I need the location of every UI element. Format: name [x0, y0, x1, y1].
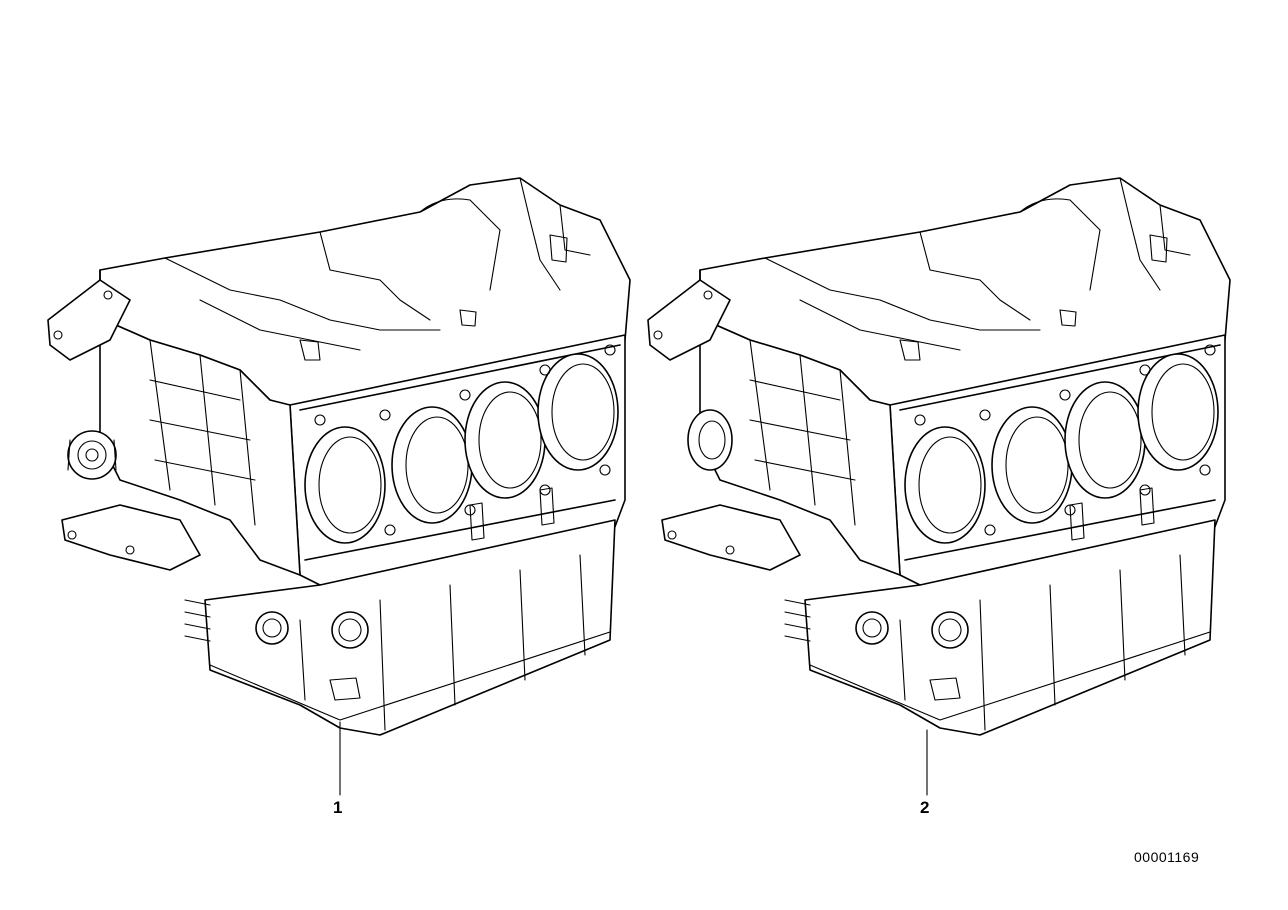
- engine-block-1: [47, 177, 631, 736]
- callout-1: 1: [333, 798, 343, 817]
- callout-2: 2: [920, 798, 930, 817]
- reference-number: 00001169: [1134, 849, 1200, 865]
- engine-block-2: [647, 177, 1231, 736]
